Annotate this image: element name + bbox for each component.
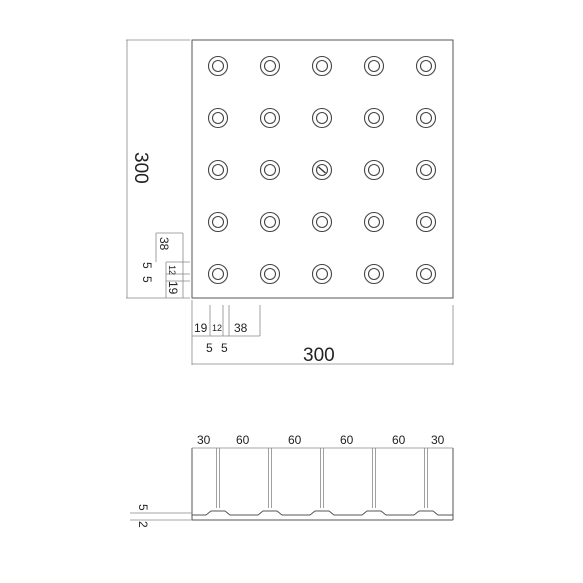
bottom-offset-5b: 5 bbox=[221, 341, 228, 355]
stud bbox=[259, 159, 281, 181]
spacing-label: 30 bbox=[431, 433, 445, 447]
section-dividers bbox=[216, 448, 428, 508]
center-mark-icon bbox=[318, 166, 326, 174]
center-stud bbox=[311, 159, 333, 181]
stud bbox=[415, 55, 437, 77]
thickness-label: 5 bbox=[136, 504, 150, 511]
stud bbox=[415, 211, 437, 233]
left-detail-12: 12 bbox=[167, 265, 177, 275]
bottom-detail-19: 19 bbox=[194, 321, 208, 335]
left-offset-5a: 5 bbox=[140, 262, 154, 269]
height-label: 300 bbox=[130, 152, 151, 184]
stud bbox=[259, 107, 281, 129]
stud bbox=[363, 211, 385, 233]
stud bbox=[415, 159, 437, 181]
stud bbox=[363, 263, 385, 285]
stud bbox=[363, 55, 385, 77]
width-label: 300 bbox=[303, 345, 335, 366]
spacing-label: 60 bbox=[288, 433, 302, 447]
stud bbox=[259, 55, 281, 77]
thickness-label: 2 bbox=[136, 521, 150, 528]
left-detail-38: 38 bbox=[157, 237, 171, 251]
stud bbox=[207, 159, 229, 181]
section-view: 30 60 60 60 60 30 5 2 bbox=[130, 433, 454, 528]
bottom-detail-dimensions: 19 12 38 5 5 bbox=[191, 300, 261, 365]
spacing-label: 60 bbox=[340, 433, 354, 447]
stud bbox=[415, 263, 437, 285]
stud bbox=[207, 211, 229, 233]
stud bbox=[207, 55, 229, 77]
spacing-label: 60 bbox=[236, 433, 250, 447]
bottom-offset-5a: 5 bbox=[206, 341, 213, 355]
left-detail-19: 19 bbox=[166, 281, 180, 295]
stud bbox=[311, 211, 333, 233]
stud bbox=[207, 263, 229, 285]
bottom-detail-38: 38 bbox=[234, 321, 248, 335]
spacing-label: 30 bbox=[197, 433, 211, 447]
stud bbox=[415, 107, 437, 129]
left-detail-dimensions: 38 12 19 5 5 bbox=[140, 232, 190, 298]
bottom-detail-12: 12 bbox=[212, 323, 222, 333]
stud bbox=[311, 107, 333, 129]
stud bbox=[363, 159, 385, 181]
stud bbox=[363, 107, 385, 129]
stud-grid bbox=[207, 55, 437, 285]
stud bbox=[311, 55, 333, 77]
stud bbox=[311, 263, 333, 285]
tile-outline bbox=[191, 39, 454, 299]
stud bbox=[259, 263, 281, 285]
section-profile bbox=[192, 510, 453, 516]
spacing-label: 60 bbox=[392, 433, 406, 447]
bottom-dimension: 300 bbox=[192, 305, 454, 366]
stud bbox=[259, 211, 281, 233]
stud bbox=[207, 107, 229, 129]
left-offset-5b: 5 bbox=[140, 276, 154, 283]
left-dimension: 300 bbox=[126, 39, 190, 299]
